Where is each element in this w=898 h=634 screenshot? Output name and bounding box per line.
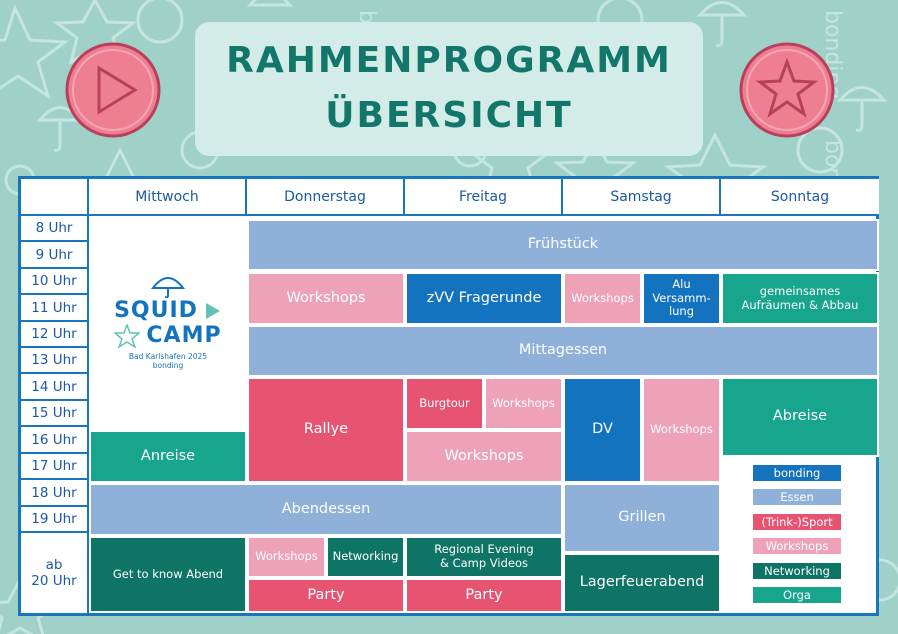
time-label: 18 Uhr bbox=[21, 480, 89, 507]
legend-networking: Networking bbox=[752, 562, 842, 580]
block-dv: DV bbox=[563, 377, 642, 483]
play-icon bbox=[65, 42, 161, 138]
title-box bbox=[195, 22, 703, 156]
time-label: 11 Uhr bbox=[21, 295, 89, 322]
time-label: 16 Uhr bbox=[21, 427, 89, 454]
block-get-to-know-abend: Get to know Abend bbox=[89, 536, 247, 613]
legend-bonding: bonding bbox=[752, 464, 842, 482]
time-label: 15 Uhr bbox=[21, 401, 89, 427]
header-day: Mittwoch bbox=[89, 179, 247, 216]
logo-star-icon bbox=[114, 323, 141, 348]
block-anreise: Anreise bbox=[89, 430, 247, 483]
logo-word-squid: SQUID bbox=[114, 298, 198, 323]
block-workshops-donnerstag: Workshops bbox=[247, 272, 405, 325]
block-party-donnerstag: Party bbox=[247, 578, 405, 613]
block-abendessen: Abendessen bbox=[89, 483, 563, 536]
block-workshops-samstag: Workshops bbox=[563, 272, 642, 325]
triangle-icon bbox=[205, 302, 220, 319]
block-burgtour: Burgtour bbox=[405, 377, 484, 430]
legend-workshops: Workshops bbox=[752, 537, 842, 555]
block-fruehstueck: Frühstück bbox=[247, 219, 879, 271]
time-label: 17 Uhr bbox=[21, 454, 89, 480]
star-icon bbox=[739, 42, 835, 138]
time-label: 8 Uhr bbox=[21, 216, 89, 242]
legend-orga: Orga bbox=[752, 586, 842, 604]
block-lagerfeuerabend: Lagerfeuerabend bbox=[563, 553, 721, 613]
time-label: 10 Uhr bbox=[21, 269, 89, 295]
header-day: Samstag bbox=[563, 179, 721, 216]
legend-essen: Essen bbox=[752, 488, 842, 506]
header-day: Freitag bbox=[405, 179, 563, 216]
block-workshops-freitag-1: Workshops bbox=[484, 377, 563, 430]
time-label: 9 Uhr bbox=[21, 242, 89, 269]
logo-location: Bad Karlshafen 2025 bbox=[128, 352, 208, 361]
legend-sport: (Trink-)Sport bbox=[752, 513, 842, 531]
block-alu-versammlung: Alu Versamm- lung bbox=[642, 272, 721, 325]
time-label: 14 Uhr bbox=[21, 374, 89, 401]
block-rallye: Rallye bbox=[247, 377, 405, 483]
block-workshops-donnerstag-abend: Workshops bbox=[247, 536, 326, 578]
block-abreise: Abreise bbox=[721, 377, 879, 457]
header-day: Sonntag bbox=[721, 179, 879, 216]
block-workshops-samstag-2: Workshops bbox=[642, 377, 721, 483]
time-label: 19 Uhr bbox=[21, 507, 89, 533]
block-party-freitag: Party bbox=[405, 578, 563, 613]
logo-tagline: bonding bbox=[152, 361, 184, 370]
logo-word-camp: CAMP bbox=[146, 323, 222, 348]
block-grillen: Grillen bbox=[563, 483, 721, 553]
block-aufraeumen: gemeinsames Aufräumen & Abbau bbox=[721, 272, 879, 325]
block-zvv-fragerunde: zVV Fragerunde bbox=[405, 272, 563, 325]
time-label: 13 Uhr bbox=[21, 348, 89, 374]
schedule-table: Mittwoch Donnerstag Freitag Samstag Sonn… bbox=[18, 176, 879, 616]
header-corner bbox=[21, 179, 89, 216]
squid-camp-logo: SQUID CAMP Bad Karlshafen 2025 bonding bbox=[89, 216, 247, 428]
block-mittagessen: Mittagessen bbox=[247, 325, 879, 377]
time-label-evening: ab 20 Uhr bbox=[21, 533, 89, 613]
block-workshops-freitag-2: Workshops bbox=[405, 430, 563, 483]
umbrella-icon bbox=[151, 277, 185, 298]
header-day: Donnerstag bbox=[247, 179, 405, 216]
time-label: 12 Uhr bbox=[21, 322, 89, 348]
page-title-line2: ÜBERSICHT bbox=[325, 95, 573, 136]
block-networking: Networking bbox=[326, 536, 405, 578]
block-regional-evening: Regional Evening & Camp Videos bbox=[405, 536, 563, 578]
page-title-line1: RAHMENPROGRAMM bbox=[226, 40, 672, 81]
